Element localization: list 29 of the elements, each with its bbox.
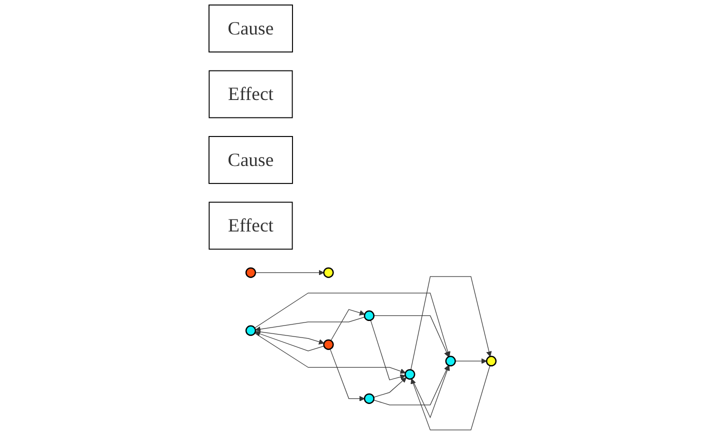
arrow bbox=[329, 348, 364, 402]
arrow bbox=[254, 330, 324, 344]
arrow bbox=[373, 315, 449, 358]
node-circle bbox=[444, 356, 456, 366]
arrow bbox=[254, 292, 450, 357]
node-circle bbox=[404, 369, 415, 380]
arrow bbox=[411, 365, 450, 418]
node-box: Effect bbox=[208, 70, 292, 118]
arrow bbox=[372, 377, 406, 398]
node-circle bbox=[485, 356, 496, 366]
arrow bbox=[254, 331, 324, 352]
node-box: Cause bbox=[208, 136, 292, 184]
arrow bbox=[370, 320, 406, 380]
arrow bbox=[254, 270, 324, 276]
node-circle bbox=[363, 393, 374, 404]
arrow bbox=[454, 358, 486, 364]
node-circle bbox=[363, 310, 374, 322]
arrow bbox=[330, 309, 364, 341]
node-box: Effect bbox=[208, 202, 292, 250]
arrow bbox=[254, 316, 365, 332]
arrow bbox=[410, 365, 490, 430]
node-circle bbox=[322, 267, 334, 278]
arrow bbox=[410, 276, 492, 370]
node-circle bbox=[244, 325, 256, 336]
node-box: Cause bbox=[208, 4, 292, 52]
arrow bbox=[372, 365, 449, 406]
node-circle bbox=[244, 267, 256, 278]
node-circle bbox=[322, 339, 334, 350]
arrow bbox=[254, 332, 406, 374]
